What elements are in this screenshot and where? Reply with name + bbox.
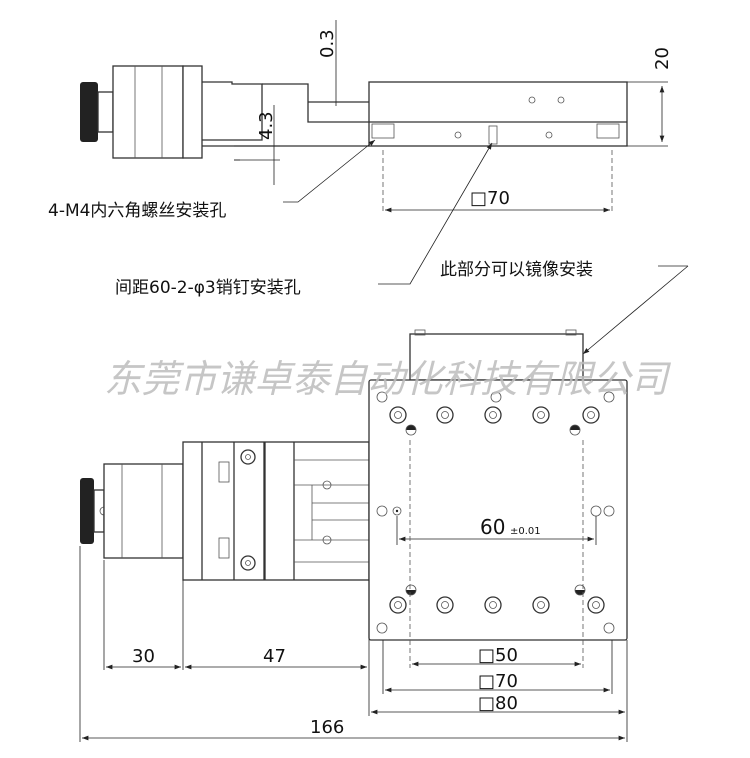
- motor-flange: [182, 65, 203, 159]
- stage-body: [368, 81, 628, 147]
- stage-plate: [368, 379, 628, 641]
- housing: [182, 441, 370, 581]
- dim-sq70: □70: [478, 671, 518, 692]
- top-view: 60 ±0.01: [80, 329, 628, 641]
- label-pin-holes: 间距60-2-φ3销钉安装孔: [115, 278, 301, 298]
- label-mirror-note: 此部分可以镜像安装: [440, 260, 593, 280]
- dim-sq80: □80: [478, 693, 518, 714]
- dim-sq50: □50: [478, 645, 518, 666]
- dim-total: 166: [310, 717, 344, 738]
- dim-side-sq70: □70: [470, 188, 510, 209]
- dim-offset: 4.3: [256, 111, 277, 140]
- screw-holes-row-2: [376, 584, 615, 634]
- watermark: 东莞市谦卓泰自动化科技有限公司: [104, 357, 672, 401]
- dim-motor-len: 30: [132, 646, 155, 667]
- motor-body: [112, 65, 184, 159]
- dim-top-gap: 0.3: [317, 29, 338, 58]
- bottom-dimensions: 30 47 □50 □70 □80 166: [79, 440, 628, 742]
- screw-holes-row-1: [389, 406, 600, 436]
- label-screw-holes: 4-M4内六角螺丝安装孔: [48, 201, 226, 221]
- side-view: 20 0.3 4.3 □70: [80, 20, 673, 214]
- knob: [80, 82, 98, 142]
- dim-height: 20: [652, 47, 673, 70]
- dim-pitch: 60: [480, 515, 505, 539]
- knob-front: [80, 478, 94, 544]
- dim-pitch-tol: ±0.01: [510, 526, 541, 537]
- motor-front: [103, 463, 184, 559]
- dim-housing-len: 47: [263, 646, 286, 667]
